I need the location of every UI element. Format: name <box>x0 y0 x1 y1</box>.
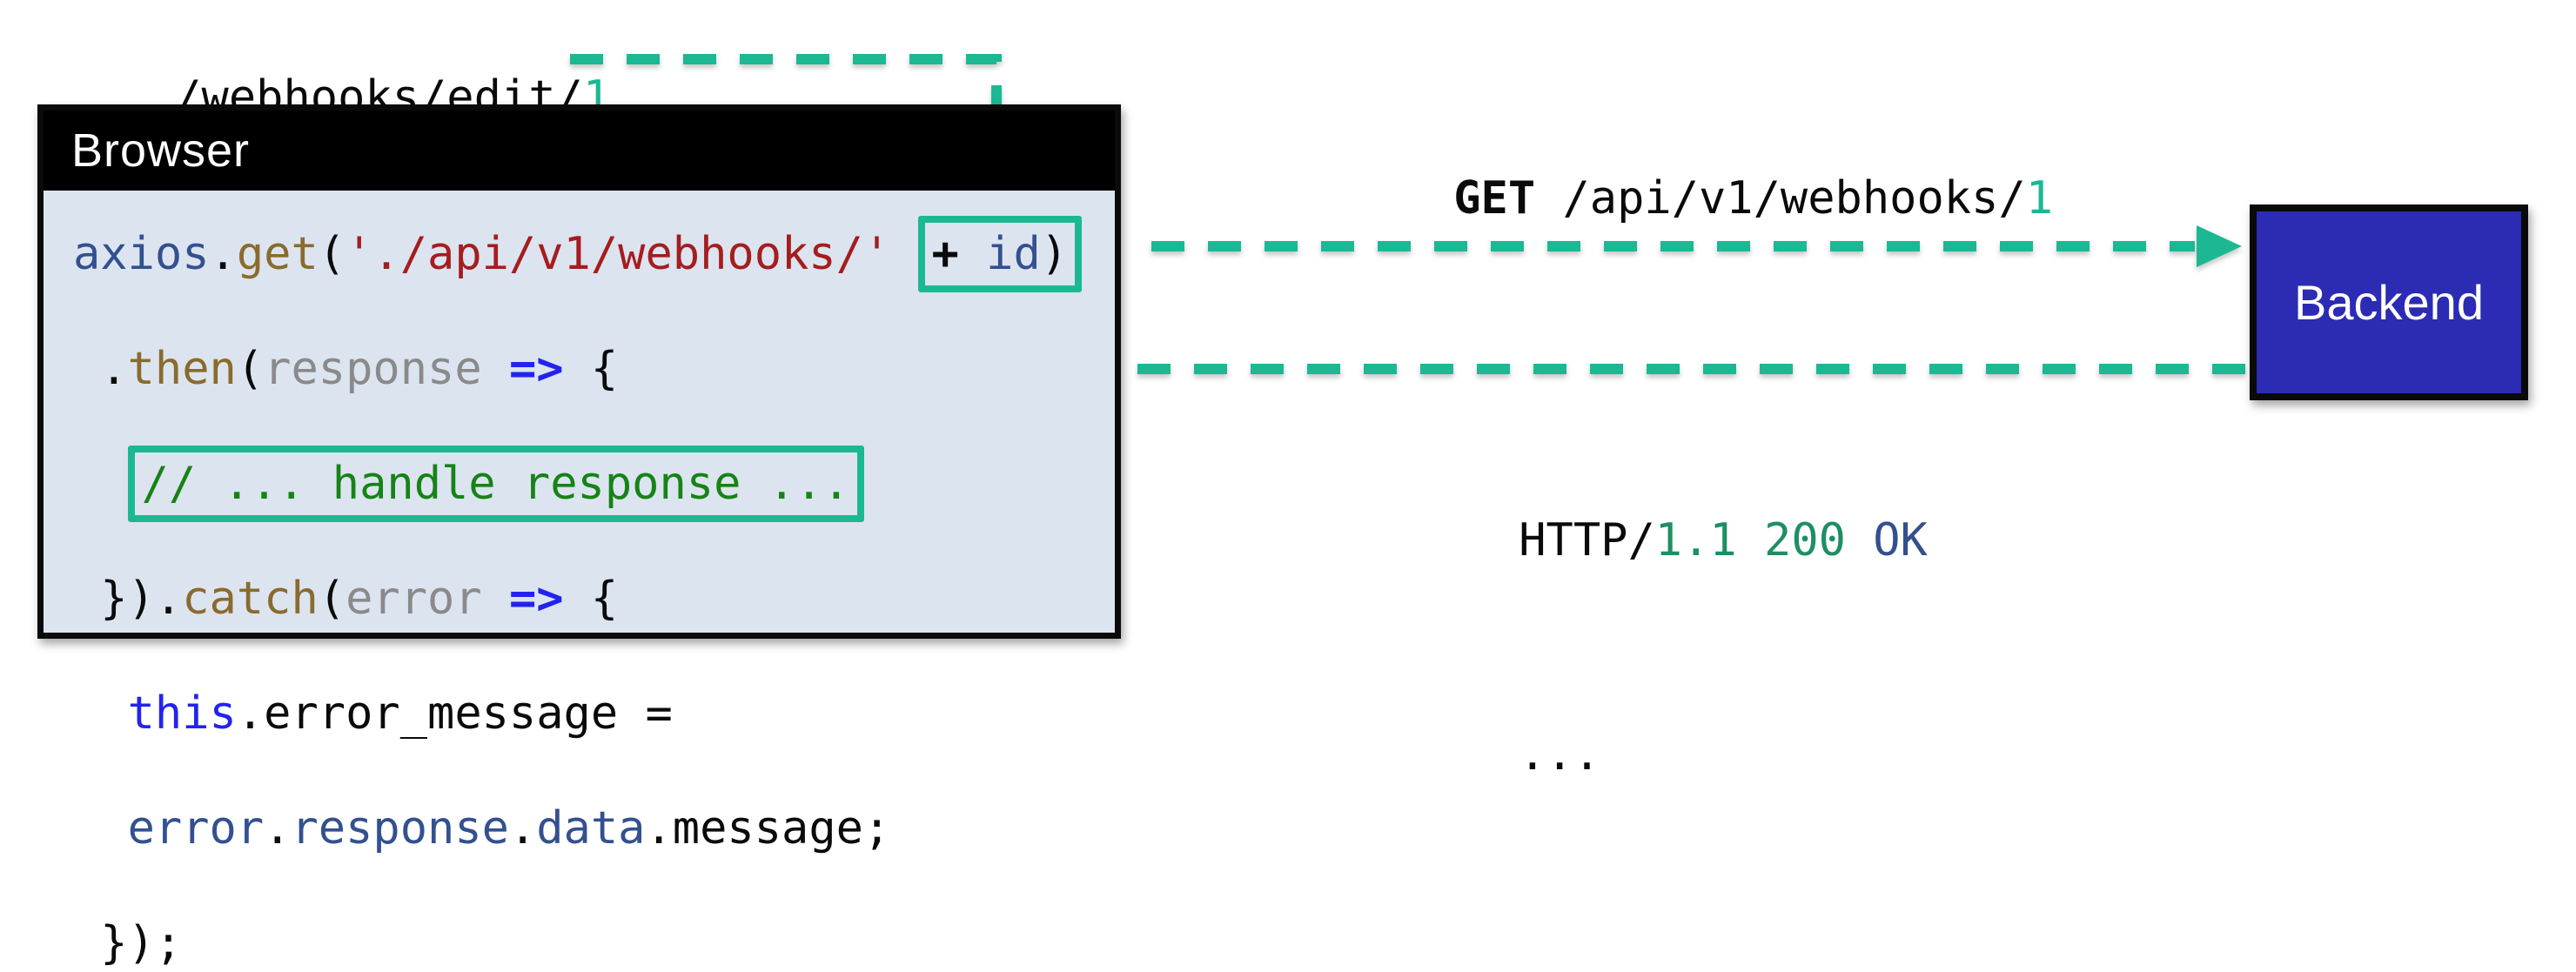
code-token: // ... handle response ... <box>141 458 850 510</box>
code-token: data <box>536 802 646 855</box>
code-token: axios <box>73 228 210 280</box>
code-token <box>73 687 128 740</box>
backend-box: Backend <box>2250 204 2528 400</box>
browser-window: Browser axios.get('./api/v1/webhooks/' +… <box>37 104 1121 969</box>
code-token: . <box>508 802 537 855</box>
browser-title: Browser <box>71 124 251 177</box>
code-token: get <box>236 228 319 280</box>
code-token: catch <box>182 573 319 625</box>
code-token: . <box>209 228 237 280</box>
code-token <box>73 802 128 855</box>
code-token: .error_message = <box>236 687 673 740</box>
code-token: => <box>508 343 564 395</box>
code-token: { <box>563 343 619 395</box>
code-token <box>482 573 509 625</box>
code-token: './api/v1/webhooks/' <box>345 228 891 280</box>
code-token: + <box>931 228 987 280</box>
code-token: this <box>127 687 237 740</box>
code-token: }); <box>73 917 183 969</box>
id-highlight-box: + id) <box>917 216 1083 292</box>
code-line-2: .then(response => { <box>73 340 1106 398</box>
code-token: error <box>345 573 482 625</box>
code-token: ( <box>318 228 346 280</box>
response-status-code: 1.1 200 <box>1654 514 1846 566</box>
code-line-5: this.error_message = <box>73 685 1106 742</box>
code-token: ( <box>318 573 346 625</box>
response-protocol: HTTP/ <box>1519 514 1655 566</box>
code-block: axios.get('./api/v1/webhooks/' + id) .th… <box>44 191 1115 972</box>
response-ellipsis: ... <box>1519 728 1601 781</box>
code-line-7: }); <box>73 915 1106 972</box>
code-token: response <box>264 343 482 395</box>
response-status-label: HTTP/1.1 200 OK ... <box>1410 433 1928 861</box>
code-token: then <box>127 343 237 395</box>
code-token: ( <box>236 343 265 395</box>
code-token: { <box>563 573 619 625</box>
browser-titlebar: Browser <box>44 111 1115 191</box>
code-line-3: // ... handle response ... <box>73 446 1106 522</box>
backend-title: Backend <box>2294 275 2484 330</box>
code-token: .message; <box>645 802 891 855</box>
request-label: GET /api/v1/webhooks/1 <box>1345 120 2053 277</box>
request-id: 1 <box>2025 172 2053 225</box>
response-space <box>1846 514 1873 566</box>
code-token <box>890 228 917 280</box>
response-status-text: OK <box>1873 514 1928 566</box>
request-path: /api/v1/webhooks/ <box>1535 172 2026 225</box>
code-token: error <box>127 802 265 855</box>
code-line-4: }).catch(error => { <box>73 570 1106 627</box>
request-method: GET <box>1453 172 1536 225</box>
code-token <box>73 458 128 510</box>
handle-response-highlight-box: // ... handle response ... <box>127 446 864 522</box>
code-token <box>482 343 509 395</box>
code-token: . <box>264 802 292 855</box>
code-token: id <box>986 228 1041 280</box>
code-token: ) <box>1040 228 1069 280</box>
code-token: . <box>73 343 128 395</box>
code-token: => <box>508 573 564 625</box>
url-to-code-arrow-line <box>570 54 1002 150</box>
diagram-canvas: /webhooks/edit/1 Browser axios.get('./ap… <box>37 54 2528 969</box>
code-token: }). <box>73 573 183 625</box>
code-line-1: axios.get('./api/v1/webhooks/' + id) <box>73 216 1106 292</box>
request-arrow-head <box>2197 225 2242 267</box>
code-line-6: error.response.data.message; <box>73 800 1106 857</box>
code-token: response <box>291 802 509 855</box>
